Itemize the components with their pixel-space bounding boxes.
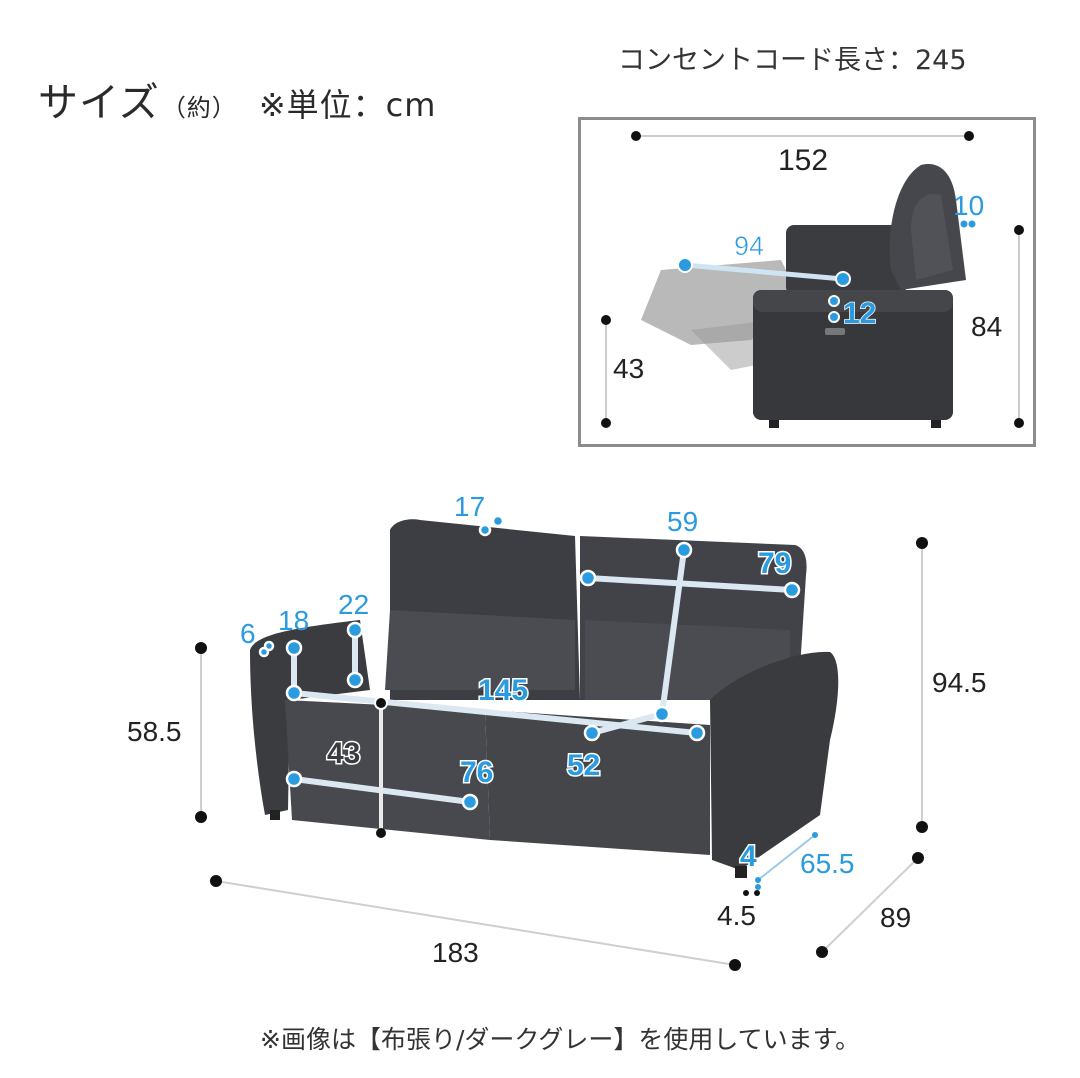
dim-152: 152 xyxy=(778,144,828,177)
unit-note: ※単位：cm xyxy=(258,86,437,124)
dim-183: 183 xyxy=(432,937,479,968)
front-view-diagram: 17 59 6 18 22 65.5 79 145 76 52 4 43 58.… xyxy=(127,491,987,971)
side-view-inset: 152 94 12 10 84 43 xyxy=(578,117,1036,447)
dim-22: 22 xyxy=(338,589,369,620)
dim-12: 12 xyxy=(843,297,876,330)
dim-4: 4 xyxy=(740,840,757,873)
dim-18: 18 xyxy=(278,605,309,636)
approx-label: （約） xyxy=(161,94,237,122)
dim-59: 59 xyxy=(667,506,698,537)
dim-79: 79 xyxy=(758,547,791,580)
footnote: ※画像は【布張り/ダークグレー】を使用しています。 xyxy=(260,1025,861,1054)
dim-94: 94 xyxy=(734,231,764,261)
dim-43-front: 43 xyxy=(327,737,360,770)
dim-84: 84 xyxy=(971,311,1002,342)
dim-65-5: 65.5 xyxy=(800,848,855,879)
page-title: サイズ（約） ※単位：cm xyxy=(38,70,436,128)
cord-length-label: コンセントコード長さ：245 xyxy=(618,45,967,76)
dim-10: 10 xyxy=(953,190,984,221)
dim-58-5: 58.5 xyxy=(127,716,182,747)
dim-4-5: 4.5 xyxy=(717,900,756,931)
title-text: サイズ xyxy=(38,80,160,126)
dim-43-side: 43 xyxy=(613,353,644,384)
dim-145: 145 xyxy=(478,674,528,707)
dim-6: 6 xyxy=(240,618,256,649)
dim-76: 76 xyxy=(460,756,493,789)
side-view-diagram: 152 94 12 10 84 43 xyxy=(601,131,1024,428)
dim-89: 89 xyxy=(880,902,911,933)
dim-17: 17 xyxy=(454,491,485,522)
dim-52: 52 xyxy=(567,749,600,782)
dim-94-5: 94.5 xyxy=(932,667,987,698)
